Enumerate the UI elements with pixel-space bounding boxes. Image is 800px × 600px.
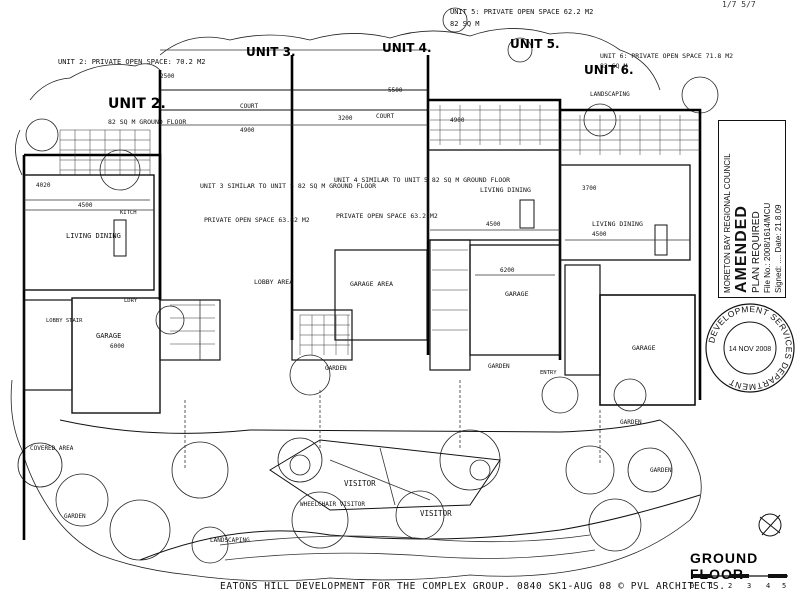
dim-4500-c: 4500 [592,231,607,238]
dim-6000: 6000 [110,343,125,350]
dimension-lines [24,209,690,360]
unit-5-pos-label: UNIT 5: PRIVATE OPEN SPACE 62.2 M2 [450,8,593,16]
landscaping-label-2: LANDSCAPING [210,537,250,544]
stamp-council: MORETON BAY REGIONAL COUNCIL [723,153,732,293]
landscaping-label: LANDSCAPING [590,91,630,98]
visitor-label-1: VISITOR [344,479,376,488]
unit-4-note: UNIT 4 SIMILAR TO UNIT 5 82 SQ M GROUND … [334,176,510,184]
unit-6-garage-label: GARAGE [632,344,656,352]
unit-2-pos-label: UNIT 2: PRIVATE OPEN SPACE: 70.2 M2 [58,58,206,66]
scale-label-4: 4 [766,582,770,590]
garden-label-4: GARDEN [64,513,86,520]
scale-label-2: 2 [728,582,732,590]
unit-2-area: 82 SQ M GROUND FLOOR [108,118,186,126]
dept-stamp-date: 14 NOV 2008 [729,346,772,353]
dim-4500-a: 4500 [78,202,93,209]
stamp-status: AMENDED [733,205,750,293]
dim-4020: 4020 [36,182,51,189]
drawing-footer: EATONS HILL DEVELOPMENT FOR THE COMPLEX … [220,581,726,592]
covered-area-label: COVERED AREA [30,445,74,452]
unit-3-lobby-label: LOBBY AREA [254,278,293,286]
unit-5-garage-label: GARAGE [505,290,529,298]
unit-2-garage-label: GARAGE [96,332,121,340]
kitchen-label: KITCH [120,210,137,216]
unit-6-plan [559,108,702,406]
unit-4-garage-label: GARAGE AREA [350,280,393,288]
garden-label-5: GARDEN [650,467,672,474]
unit-2-title: UNIT 2. [108,96,166,112]
stamp-file-no: File No.: 2008/1614/MCU [763,202,772,293]
corner-note: 1/7 5/7 [722,0,756,9]
north-arrow-icon [758,513,782,537]
garden-label-3: GARDEN [620,419,642,426]
dim-3700: 3700 [582,185,597,192]
dim-2500: 2500 [160,73,175,80]
dim-4900-b: 4900 [240,127,255,134]
scale-bar: 0 1 2 3 4 5 [690,574,788,590]
wheelchair-visitor-label: WHEELCHAIR VISITOR [300,501,365,508]
scale-label-0: 0 [690,582,694,590]
unit-5-title: UNIT 5. [510,37,560,51]
path-arrows [184,380,601,470]
scale-label-3: 3 [747,582,751,590]
development-services-stamp: DEVELOPMENT SERVICES DEPARTMENT 14 NOV 2… [705,303,795,393]
dim-5500: 5500 [388,87,403,94]
dim-6200: 6200 [500,267,515,274]
council-amended-stamp: MORETON BAY REGIONAL COUNCIL AMENDED PLA… [718,120,786,298]
scale-label-5: 5 [782,582,786,590]
driveway [59,419,701,561]
entry-label: ENTRY [540,370,557,376]
scale-label-1: 1 [709,582,713,590]
unit-3-pos: PRIVATE OPEN SPACE 63.82 M2 [204,216,310,224]
unit-4-title: UNIT 4. [382,41,432,55]
stamp-signed: Signed: .... Date: 21.8.09 [774,204,783,293]
garden-label-1: GARDEN [325,365,347,372]
garden-label-2: GARDEN [488,363,510,370]
unit-5-living-label: LIVING DINING [480,186,531,194]
unit-6-living-label: LIVING DINING [592,220,643,228]
unit-5-area: 82 SQ M [450,20,480,28]
visitor-label-2: VISITOR [420,509,452,518]
unit-6-title: UNIT 6. [584,63,634,77]
unit-2-living-label: LIVING DINING [66,232,121,240]
laundry-label: LDRY [124,298,138,304]
stamp-plan-required: PLAN REQUIRED [751,211,762,293]
dim-3200: 3200 [338,115,353,122]
unit-6-area: 82 SQ M [600,62,627,70]
unit-3-court-label: COURT [240,103,258,110]
visitor-parking-island [269,439,501,511]
unit-6-pos-label: UNIT 6: PRIVATE OPEN SPACE 71.8 M2 [600,52,733,60]
unit-2-plan [22,129,162,540]
unit-5-plan [427,98,562,371]
dim-4900-a: 4900 [450,117,465,124]
unit-4-pos: PRIVATE OPEN SPACE 63.2 M2 [336,212,438,220]
unit-3-note: UNIT 3 SIMILAR TO UNIT 5 82 SQ M GROUND … [200,182,376,190]
dim-4500-b: 4500 [486,221,501,228]
unit-3-title: UNIT 3. [246,45,296,59]
lobby-stair-label: LOBBY STAIR [46,318,83,324]
unit-4-court-label: COURT [376,113,394,120]
